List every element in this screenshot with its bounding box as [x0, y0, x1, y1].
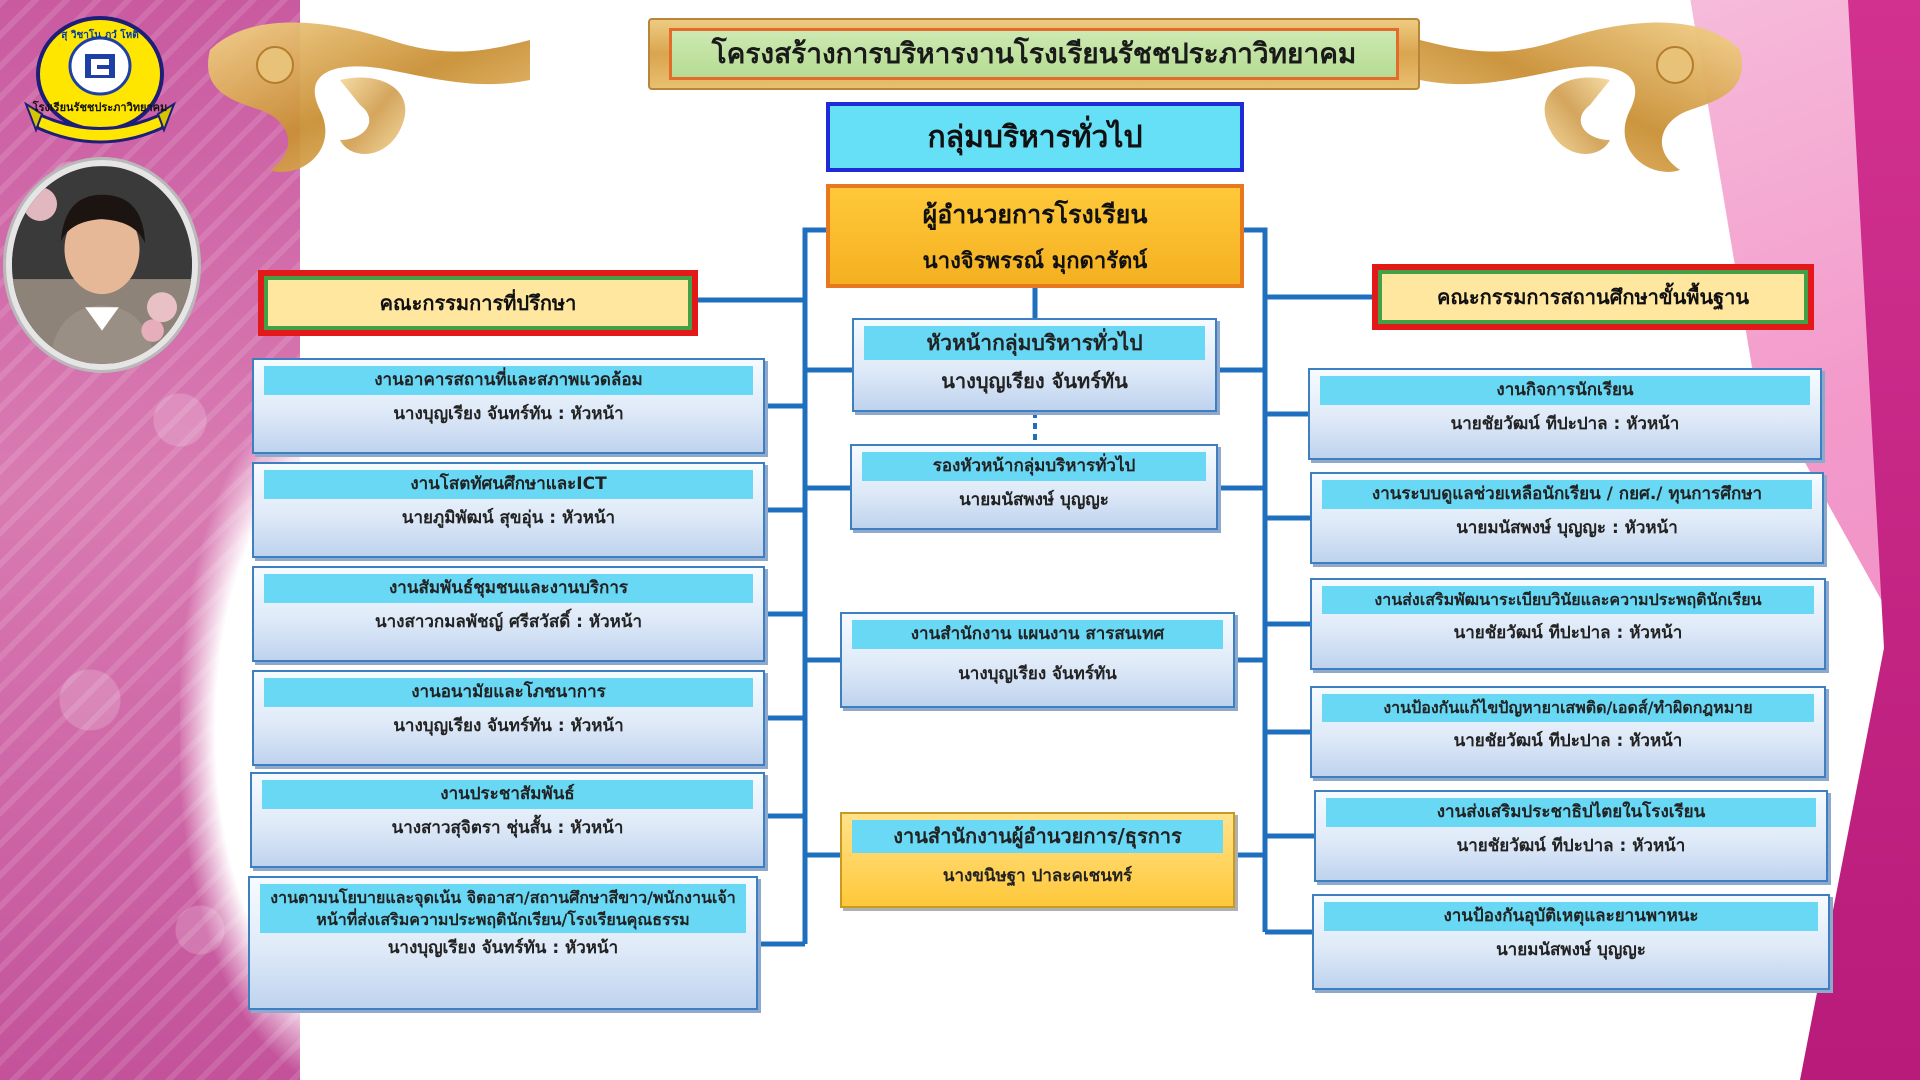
task-label: งานระบบดูแลช่วยเหลือนักเรียน / กยศ./ ทุน…: [1322, 480, 1812, 509]
page-title: โครงสร้างการบริหารงานโรงเรียนรัชชประภาวิ…: [669, 28, 1399, 80]
person-portrait-icon: [12, 166, 192, 364]
right-task-6: งานป้องกันอุบัติเหตุและยานพาหนะ นายมนัสพ…: [1312, 894, 1830, 990]
director-photo: [6, 160, 198, 370]
task-person: นางสาวสุจิตรา ชุ่นสั้น : หัวหน้า: [391, 817, 624, 838]
center-task-deputy: รองหัวหน้ากลุ่มบริหารทั่วไป นายมนัสพงษ์ …: [850, 444, 1218, 530]
committee-advisory: คณะกรรมการที่ปรึกษา: [258, 270, 698, 336]
task-label: หัวหน้ากลุ่มบริหารทั่วไป: [864, 326, 1205, 361]
director-name: นางจิรพรรณ์ มุกดารัตน์: [922, 248, 1148, 274]
task-person: นางบุญเรียง จันทร์ทัน : หัวหน้า: [393, 403, 624, 424]
task-label: งานอนามัยและโภชนาการ: [264, 678, 753, 707]
task-label: งานสำนักงานผู้อำนวยการ/ธุรการ: [852, 820, 1223, 853]
center-task-director-office: งานสำนักงานผู้อำนวยการ/ธุรการ นางขนิษฐา …: [840, 812, 1235, 908]
task-label: งานโสตทัศนศึกษาและICT: [264, 470, 753, 499]
task-label: งานป้องกันแก้ไขปัญหายาเสพติด/เอดส์/ทำผิด…: [1322, 694, 1814, 722]
task-person: นางบุญเรียง จันทร์ทัน: [941, 369, 1128, 394]
task-label: งานสำนักงาน แผนงาน สารสนเทศ: [852, 620, 1223, 649]
left-task-4: งานอนามัยและโภชนาการ นางบุญเรียง จันทร์ท…: [252, 670, 765, 766]
task-person: นายมนัสพงษ์ บุญญะ: [1496, 939, 1646, 960]
right-task-1: งานกิจการนักเรียน นายชัยวัฒน์ ทีปะปาล : …: [1308, 368, 1822, 460]
task-person: นายชัยวัฒน์ ทีปะปาล : หัวหน้า: [1453, 730, 1683, 751]
right-task-4: งานป้องกันแก้ไขปัญหายาเสพติด/เอดส์/ทำผิด…: [1310, 686, 1826, 778]
task-person: นายภูมิพัฒน์ สุขอุ่น : หัวหน้า: [401, 507, 616, 528]
gold-scroll-right-decoration: [1420, 10, 1760, 180]
task-person: นายชัยวัฒน์ ทีปะปาล : หัวหน้า: [1456, 835, 1686, 856]
task-person: นายชัยวัฒน์ ทีปะปาล : หัวหน้า: [1453, 622, 1683, 643]
task-label: งานอาคารสถานที่และสภาพแวดล้อม: [264, 366, 753, 395]
group-title: กลุ่มบริหารทั่วไป: [826, 102, 1244, 172]
task-label: งานตามนโยบายและจุดเน้น จิตอาสา/สถานศึกษา…: [260, 884, 746, 934]
task-person: นางบุญเรียง จันทร์ทัน : หัวหน้า: [387, 938, 619, 959]
left-task-2: งานโสตทัศนศึกษาและICT นายภูมิพัฒน์ สุขอุ…: [252, 462, 765, 558]
task-label: งานกิจการนักเรียน: [1320, 376, 1810, 405]
left-task-6: งานตามนโยบายและจุดเน้น จิตอาสา/สถานศึกษา…: [248, 876, 758, 1010]
task-label: งานสัมพันธ์ชุมชนและงานบริการ: [264, 574, 753, 603]
right-task-3: งานส่งเสริมพัฒนาระเบียบวินัยและความประพฤ…: [1310, 578, 1826, 670]
task-label: รองหัวหน้ากลุ่มบริหารทั่วไป: [862, 452, 1206, 481]
task-person: นายมนัสพงษ์ บุญญะ: [959, 489, 1109, 510]
director-box: ผู้อำนวยการโรงเรียน นางจิรพรรณ์ มุกดารัต…: [826, 184, 1244, 288]
task-label: งานประชาสัมพันธ์: [262, 780, 753, 809]
school-emblem-icon: [23, 16, 177, 144]
task-person: นางบุญเรียง จันทร์ทัน: [958, 663, 1117, 684]
right-task-2: งานระบบดูแลช่วยเหลือนักเรียน / กยศ./ ทุน…: [1310, 472, 1824, 564]
committee-basic-education: คณะกรรมการสถานศึกษาขั้นพื้นฐาน: [1372, 264, 1814, 330]
gold-scroll-left-decoration: [190, 10, 530, 180]
task-label: งานส่งเสริมประชาธิปไตยในโรงเรียน: [1326, 798, 1816, 827]
logo-school-name: โรงเรียนรัชชประภาวิทยาคม: [32, 101, 168, 114]
center-task-office: งานสำนักงาน แผนงาน สารสนเทศ นางบุญเรียง …: [840, 612, 1235, 708]
right-task-5: งานส่งเสริมประชาธิปไตยในโรงเรียน นายชัยว…: [1314, 790, 1828, 882]
task-person: นางขนิษฐา ปาละคเชนทร์: [942, 866, 1133, 886]
left-task-5: งานประชาสัมพันธ์ นางสาวสุจิตรา ชุ่นสั้น …: [250, 772, 765, 868]
task-person: นางสาวกมลพัชญ์ ศรีสวัสดิ์ : หัวหน้า: [374, 611, 643, 632]
task-person: นางบุญเรียง จันทร์ทัน : หัวหน้า: [393, 715, 624, 736]
task-label: งานป้องกันอุบัติเหตุและยานพาหนะ: [1324, 902, 1818, 931]
task-label: งานส่งเสริมพัฒนาระเบียบวินัยและความประพฤ…: [1322, 586, 1814, 614]
task-person: นายมนัสพงษ์ บุญญะ : หัวหน้า: [1456, 517, 1678, 538]
title-banner: โครงสร้างการบริหารงานโรงเรียนรัชชประภาวิ…: [648, 18, 1420, 90]
logo-motto: สุ วิชาโน ภวํ โหติ: [61, 30, 139, 41]
task-person: นายชัยวัฒน์ ทีปะปาล : หัวหน้า: [1450, 413, 1680, 434]
left-task-1: งานอาคารสถานที่และสภาพแวดล้อม นางบุญเรีย…: [252, 358, 765, 454]
center-task-head: หัวหน้ากลุ่มบริหารทั่วไป นางบุญเรียง จัน…: [852, 318, 1217, 412]
director-role: ผู้อำนวยการโรงเรียน: [922, 199, 1148, 229]
left-task-3: งานสัมพันธ์ชุมชนและงานบริการ นางสาวกมลพั…: [252, 566, 765, 662]
school-logo: สุ วิชาโน ภวํ โหติ โรงเรียนรัชชประภาวิทย…: [12, 6, 188, 152]
